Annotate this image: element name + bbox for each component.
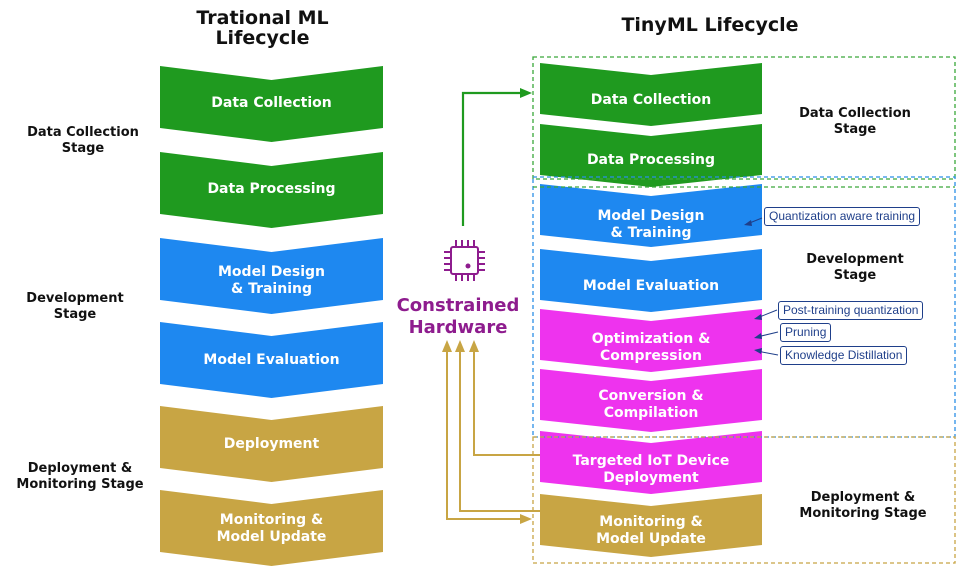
left-step-chevron <box>160 238 383 314</box>
right-step-chevron <box>540 124 762 187</box>
left-step-chevron <box>160 406 383 482</box>
right-deployment-stage-label: Deployment & Monitoring Stage <box>799 490 927 521</box>
knowledge-distillation-note: Knowledge Distillation <box>780 346 908 365</box>
right-step-label: Model Evaluation <box>582 277 720 294</box>
constrained-hardware-label: Constrained Hardware <box>396 295 520 338</box>
left-step-chevron <box>160 66 383 142</box>
right-step-label: Data Collection <box>590 91 712 108</box>
right-step-chevron <box>540 63 762 126</box>
hardware-to-collection-arrow <box>461 88 532 226</box>
right-step-chevron <box>540 184 762 247</box>
right-chevron-group <box>540 63 762 557</box>
left-chevron-group <box>160 66 383 566</box>
quantization-aware-training-note: Quantization aware training <box>764 207 921 226</box>
left-step-label: Model Evaluation <box>203 351 340 368</box>
pruning-note: Pruning <box>780 323 832 342</box>
right-step-chevron <box>540 369 762 432</box>
left-deployment-stage-label: Deployment & Monitoring Stage <box>16 461 144 492</box>
left-step-label: Data Processing <box>207 180 336 197</box>
left-step-label: Monitoring & Model Update <box>216 512 327 545</box>
left-step-label: Deployment <box>223 435 320 452</box>
right-step-label: Conversion & Compilation <box>598 388 704 421</box>
deployment-feedback-arrows <box>442 340 540 524</box>
right-collection-stage-label: Data Collection Stage <box>799 106 911 137</box>
right-step-label: Model Design & Training <box>597 208 705 241</box>
right-development-stage-label: Development Stage <box>806 252 904 283</box>
right-step-chevron <box>540 494 762 557</box>
collection-stage-box <box>532 56 956 180</box>
right-step-chevron <box>540 309 762 372</box>
right-step-label: Optimization & Compression <box>591 331 711 364</box>
left-step-chevron <box>160 322 383 398</box>
annotation-connectors <box>744 217 779 356</box>
right-step-label: Targeted IoT Device Deployment <box>572 453 730 486</box>
right-step-chevron <box>540 431 762 494</box>
left-step-chevron <box>160 490 383 566</box>
left-collection-stage-label: Data Collection Stage <box>27 125 139 156</box>
traditional-title: Trational ML Lifecycle <box>196 7 329 49</box>
right-step-chevron <box>540 249 762 312</box>
tinyml-title: TinyML Lifecycle <box>621 14 799 36</box>
right-step-label: Monitoring & Model Update <box>596 514 706 547</box>
chip-icon <box>444 240 485 281</box>
deployment-stage-box <box>532 436 956 564</box>
right-step-label: Data Processing <box>586 151 716 168</box>
left-step-label: Model Design & Training <box>218 264 325 297</box>
left-step-chevron <box>160 152 383 228</box>
left-step-label: Data Collection <box>211 94 332 111</box>
post-training-quantization-note: Post-training quantization <box>778 301 924 320</box>
left-development-stage-label: Development Stage <box>26 291 124 322</box>
